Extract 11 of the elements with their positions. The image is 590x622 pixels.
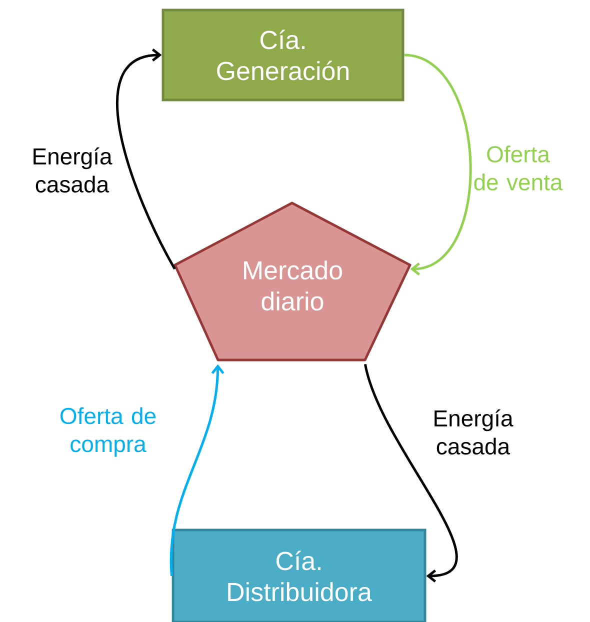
process-box: Cía. Distribuidora (172, 528, 426, 622)
arrow (116, 48, 176, 270)
arrow (404, 54, 472, 276)
arrow (364, 364, 458, 582)
process-box: Cía. Generación (162, 8, 404, 102)
edge-label: Energía casada (34, 147, 112, 193)
edge-label: Energía casada (434, 409, 514, 455)
market-pentagon: Mercado diario (174, 202, 412, 362)
edge-label: Oferta de venta (474, 146, 563, 190)
edge-label: Oferta de compra (60, 407, 156, 457)
arrow (170, 364, 224, 576)
